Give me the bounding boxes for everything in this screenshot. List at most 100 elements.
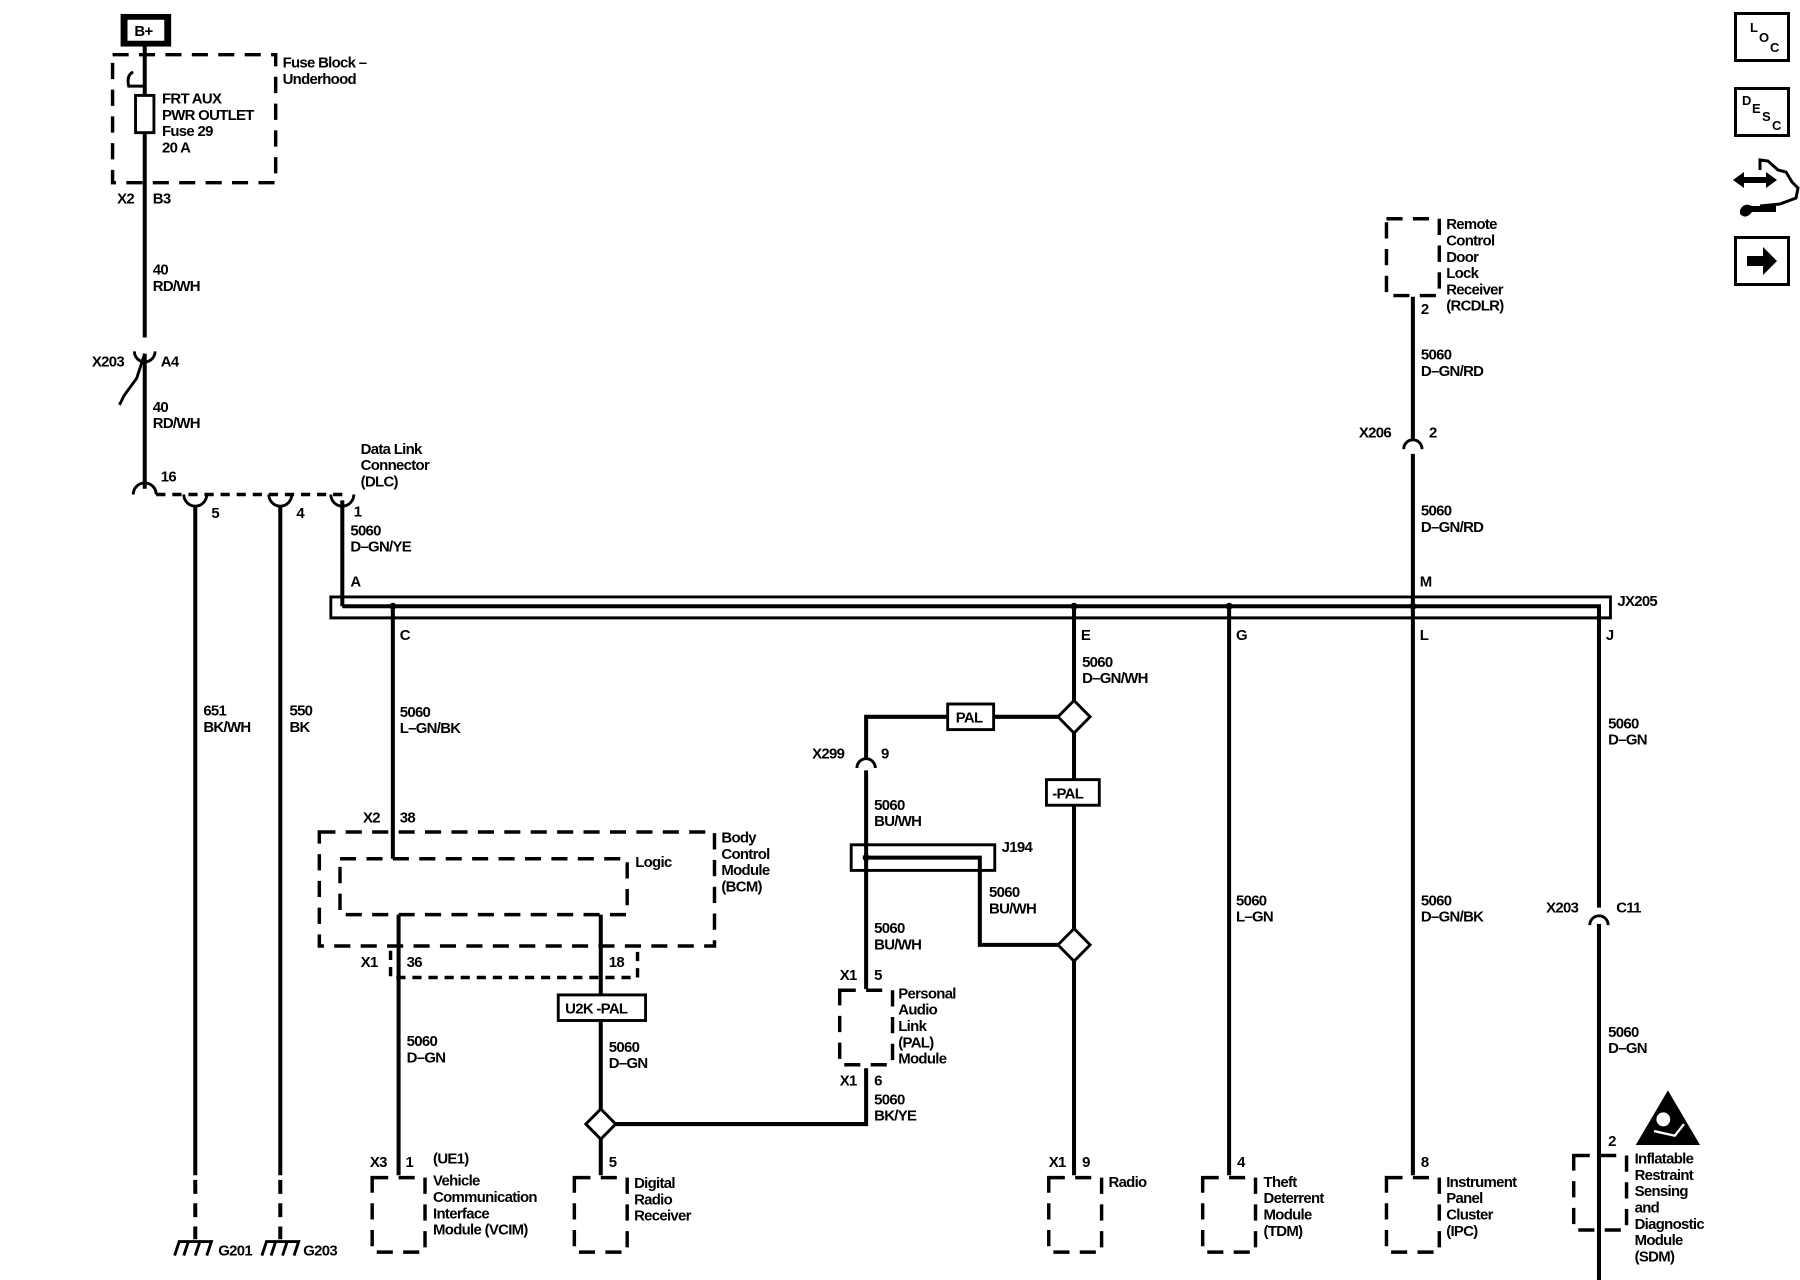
connector-label: X203: [92, 353, 124, 370]
description-button[interactable]: D E S C: [1734, 87, 1790, 137]
desc-letter: D: [1742, 93, 1752, 108]
connector-label: X1: [840, 967, 857, 984]
option-label: U2K -PAL: [565, 1000, 628, 1017]
wire-label: L–GN/BK: [400, 720, 461, 737]
connector-pin: 5: [874, 967, 882, 984]
option-no-pal: [1045, 778, 1101, 807]
connector-pin: 6: [874, 1073, 882, 1090]
option-diamond: [1055, 698, 1093, 736]
radio-title: Radio: [1108, 1174, 1147, 1191]
wire-label: D–GN/BK: [1421, 909, 1484, 926]
airbag-warning-icon: [1635, 1090, 1701, 1146]
connector-x206: [1402, 438, 1424, 450]
connector-label: X203: [1546, 899, 1578, 916]
splice-pin: C: [400, 627, 411, 644]
wire-label: 5060: [874, 920, 905, 937]
connector-pin: 1: [405, 1154, 413, 1171]
splice-pin: J: [1606, 627, 1614, 644]
wire-label: D–GN/WH: [1082, 670, 1148, 687]
sdm-title: (SDM): [1635, 1248, 1675, 1265]
battery-positive-terminal: B+: [120, 13, 172, 47]
sdm-title: and: [1635, 1199, 1660, 1216]
fuse-pin-label: B3: [153, 191, 171, 208]
next-page-button[interactable]: [1734, 236, 1790, 286]
wire-label: 5060: [609, 1039, 640, 1056]
fuse-number: Fuse 29: [162, 123, 213, 140]
splice-pack-jx205: [329, 595, 1612, 620]
connector-label: X2: [363, 810, 380, 827]
rcdlr-title: Control: [1446, 232, 1495, 249]
wire-label: 40: [153, 262, 169, 279]
radio-outline: [1047, 1175, 1104, 1254]
fuse-icon: [134, 93, 156, 135]
pal-title: Audio: [898, 1002, 937, 1019]
connector-pin: 2: [1421, 301, 1429, 318]
wire-label: BU/WH: [989, 900, 1036, 917]
wire-label: 40: [153, 399, 169, 416]
wire-label: BK/YE: [874, 1107, 917, 1124]
bcm-title: Body: [721, 829, 757, 846]
wire-label: D–GN/YE: [350, 538, 411, 555]
splice-pin: M: [1420, 573, 1432, 590]
wire-label: BU/WH: [874, 936, 921, 953]
fuse-conn-label: X2: [117, 191, 134, 208]
sdm-title: Sensing: [1635, 1183, 1689, 1200]
connector-pin: 36: [407, 954, 423, 971]
dlc-pin: 4: [296, 505, 305, 522]
vcim-title: Vehicle: [433, 1173, 480, 1190]
connector-pin: A4: [161, 353, 180, 370]
ground-icon: [173, 1240, 214, 1257]
dlc-title: Connector: [361, 457, 430, 474]
connector-pin: 8: [1421, 1154, 1429, 1171]
wire-label: 5060: [400, 704, 431, 721]
wire-label: D–GN: [407, 1049, 446, 1066]
bcm-title: Module: [721, 862, 769, 879]
rcdlr-title: Lock: [1446, 265, 1479, 282]
ground-label: G203: [303, 1242, 337, 1259]
connector-label: X3: [370, 1154, 387, 1171]
power-label: B+: [134, 23, 153, 40]
wire-label: D–GN: [609, 1055, 648, 1072]
wire-label: 5060: [1608, 1024, 1639, 1041]
wire-label: 5060: [989, 884, 1020, 901]
wire-pal-6: [615, 1068, 869, 1127]
wire-label: D–GN: [1608, 1040, 1647, 1057]
location-button[interactable]: L O C: [1734, 12, 1790, 62]
vcim-title: Interface: [433, 1205, 489, 1222]
dlc-pin: 1: [354, 504, 362, 521]
connector-x203-a4: [118, 351, 157, 489]
connector-label: X206: [1359, 424, 1391, 441]
option-label: PAL: [956, 710, 983, 727]
option-pal: [946, 702, 996, 732]
wire-label: 651: [203, 703, 226, 720]
fuse-rating: 20 A: [162, 139, 191, 156]
loc-letter: O: [1759, 30, 1770, 45]
bcm-logic-label: Logic: [635, 854, 672, 871]
wire-label: 5060: [407, 1033, 438, 1050]
tdm-title: Module: [1264, 1206, 1312, 1223]
pal-title: Module: [898, 1050, 946, 1067]
wire-label: D–GN: [1608, 732, 1647, 749]
dlc-pin: 5: [211, 505, 219, 522]
dlc-title: Data Link: [361, 441, 423, 458]
connector-service-icon[interactable]: [1730, 158, 1800, 222]
rcdlr-title: (RCDLR): [1446, 298, 1504, 315]
bcm-logic-outline: [338, 857, 629, 917]
wire-label: D–GN/RD: [1421, 519, 1484, 536]
connector-pin: 18: [609, 954, 625, 971]
dlc-title: (DLC): [361, 473, 399, 490]
wire-label: BK/WH: [203, 719, 250, 736]
loc-letter: C: [1770, 40, 1780, 55]
ipc-title: Instrument: [1446, 1174, 1517, 1191]
arrow-right-icon: [1747, 247, 1777, 275]
connector-x203-c11: [1588, 914, 1610, 926]
splice-pin: G: [1236, 627, 1247, 644]
wire-label: BK: [289, 719, 310, 736]
loc-letter: L: [1750, 20, 1758, 35]
connector-pin: 38: [400, 810, 416, 827]
desc-letter: E: [1752, 101, 1761, 116]
wire-label: 5060: [874, 797, 905, 814]
ipc-outline: [1384, 1175, 1442, 1254]
tdm-title: Deterrent: [1264, 1190, 1325, 1207]
